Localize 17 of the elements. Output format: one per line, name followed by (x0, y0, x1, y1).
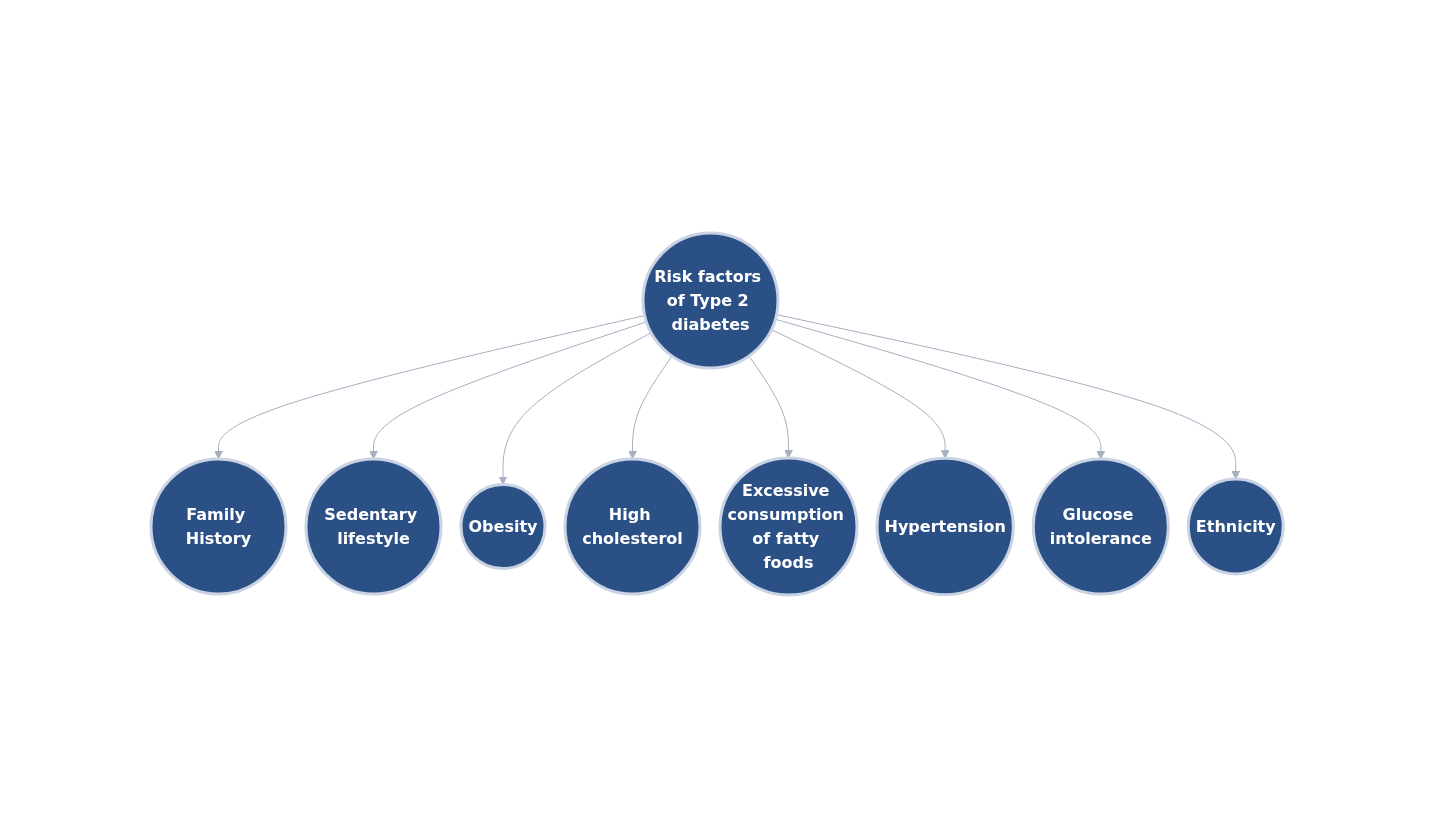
node-circle: Hypertension (875, 456, 1016, 596)
arrow (499, 331, 653, 485)
node-circle: Sedentary lifestyle (304, 457, 443, 595)
arrow (369, 320, 648, 459)
node-circle: Obesity (459, 482, 547, 570)
arrow (771, 328, 950, 459)
node-circle: Glucose intolerance (1032, 457, 1171, 595)
arrow (775, 318, 1106, 459)
node-circle: Excessive consumption of fatty foods (718, 456, 859, 596)
node-circle: Risk factors of Type 2 diabetes (641, 231, 780, 369)
node-circle: High cholesterol (563, 457, 702, 595)
node-circle: Family History (149, 457, 288, 595)
arrow (748, 354, 794, 458)
arrow (628, 354, 673, 459)
arrow (776, 313, 1241, 479)
node-circle: Ethnicity (1187, 477, 1286, 575)
arrow (214, 314, 646, 459)
